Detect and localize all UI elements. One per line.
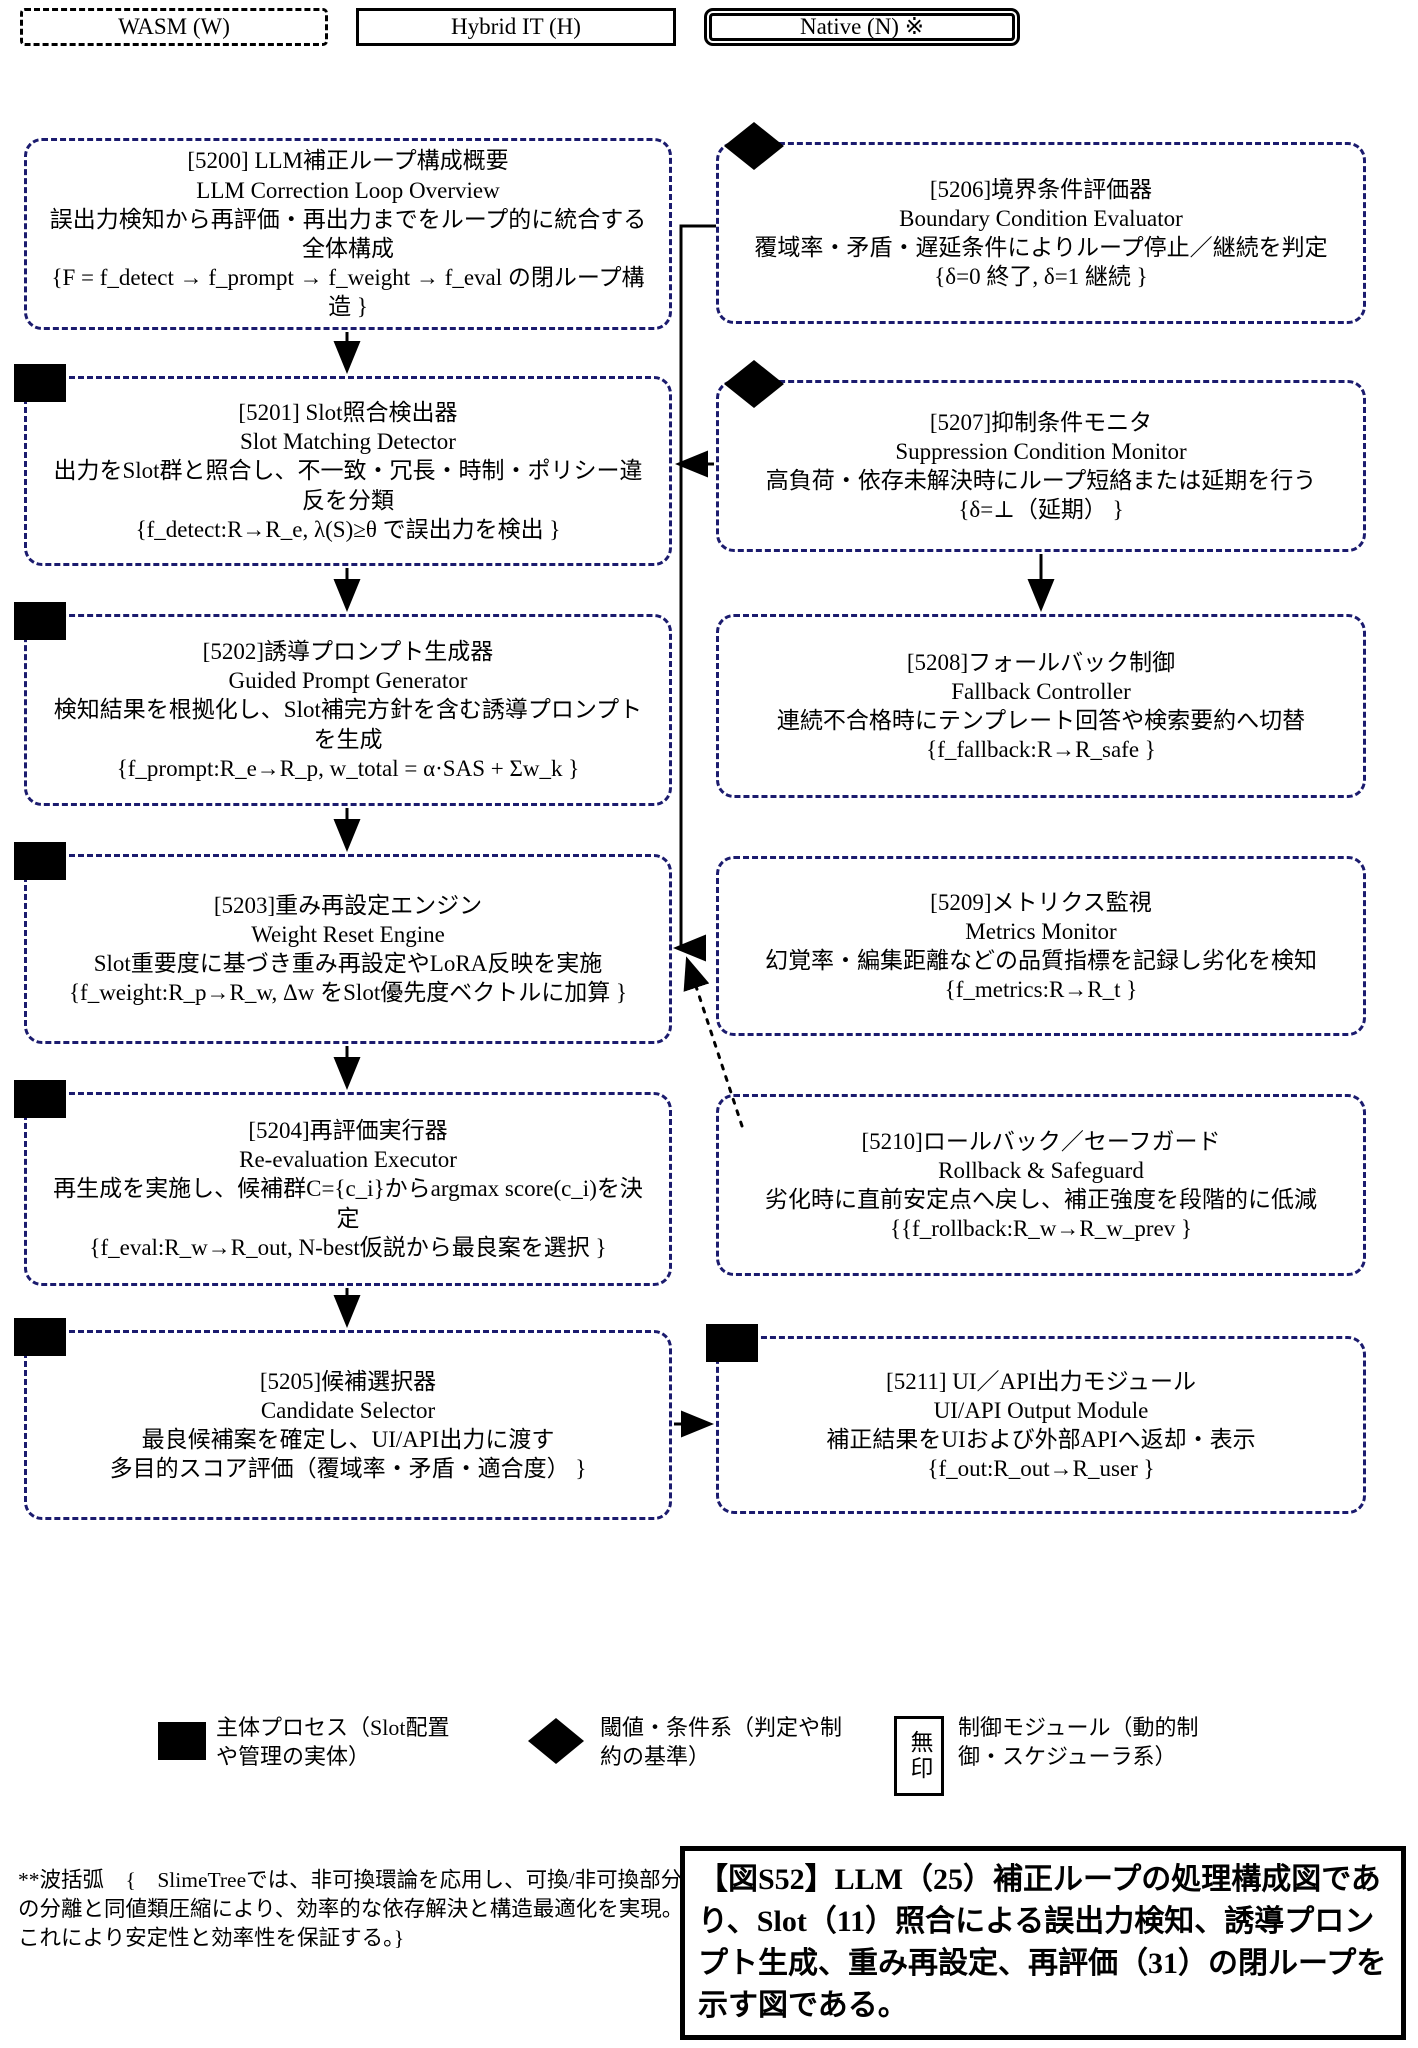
node-5201: [5201] Slot照合検出器 Slot Matching Detector … xyxy=(14,364,672,566)
node-5200: [5200] LLM補正ループ構成概要 LLM Correction Loop … xyxy=(24,138,672,330)
footnote-brace-note: **波括弧 { SlimeTreeでは、非可換環論を応用し、可換/非可換部分の分… xyxy=(18,1868,684,1951)
process-marker-icon xyxy=(14,1318,66,1356)
legend-wasm-label: WASM (W) xyxy=(118,14,230,39)
node-5206-desc: 覆域率・矛盾・遅延条件によりループ停止／継続を判定 xyxy=(754,235,1328,260)
node-5211-desc: 補正結果をUIおよび外部APIへ返却・表示 xyxy=(826,1427,1256,1452)
node-5203-desc: Slot重要度に基づき重み再設定やLoRA反映を実施 xyxy=(93,951,603,976)
node-5208-title-en: Fallback Controller xyxy=(951,678,1131,704)
node-5200-desc: 誤出力検知から再評価・再出力までをループ的に統合する全体構成 xyxy=(49,206,647,261)
node-5210-title-jp: [5210]ロールバック／セーフガード xyxy=(861,1128,1221,1154)
node-5203: [5203]重み再設定エンジン Weight Reset Engine Slot… xyxy=(14,842,672,1044)
legend-wasm-box: WASM (W) xyxy=(20,8,328,46)
legend-diamond-label: 閾値・条件系（判定や制約の基準） xyxy=(600,1715,843,1769)
node-5204-title-jp: [5204]再評価実行器 xyxy=(248,1117,448,1143)
node-5211-formula: {f_out:R_out→R_user } xyxy=(927,1456,1155,1482)
node-5209-desc: 幻覚率・編集距離などの品質指標を記録し劣化を検知 xyxy=(765,948,1317,973)
process-marker-icon xyxy=(14,842,66,880)
node-5200-formula: {F = f_detect → f_prompt → f_weight → f_… xyxy=(51,265,645,320)
condition-marker-icon xyxy=(724,122,784,170)
node-5207-formula: {δ=⊥（延期） } xyxy=(958,497,1124,523)
node-5201-title-en: Slot Matching Detector xyxy=(240,429,456,455)
node-5210-title-en: Rollback & Safeguard xyxy=(938,1157,1144,1183)
node-5210: [5210]ロールバック／セーフガード Rollback & Safeguard… xyxy=(716,1094,1366,1276)
node-5211-title-en: UI/API Output Module xyxy=(933,1397,1149,1423)
node-5209-title-jp: [5209]メトリクス監視 xyxy=(930,889,1152,915)
legend-native-label: Native (N) ※ xyxy=(799,14,924,39)
legend-hybrid-label: Hybrid IT (H) xyxy=(451,14,581,39)
node-5204-title-en: Re-evaluation Executor xyxy=(239,1147,457,1173)
node-5210-desc: 劣化時に直前安定点へ戻し、補正強度を段階的に低減 xyxy=(765,1187,1317,1212)
legend-square-icon xyxy=(158,1722,206,1760)
node-5201-title-jp: [5201] Slot照合検出器 xyxy=(238,399,458,425)
node-5205-title-en: Candidate Selector xyxy=(260,1397,436,1423)
node-5208-title-jp: [5208]フォールバック制御 xyxy=(906,649,1176,675)
node-5204-desc: 再生成を実施し、候補群C={c_i}からargmax score(c_i)を決定 xyxy=(53,1176,643,1231)
node-5211: [5211] UI／API出力モジュール UI/API Output Modul… xyxy=(706,1324,1366,1514)
node-5208-desc: 連続不合格時にテンプレート回答や検索要約へ切替 xyxy=(776,708,1306,733)
process-marker-icon xyxy=(14,364,66,402)
arrow-5206-feedback-to-5203 xyxy=(673,224,716,962)
node-5200-title-jp: [5200] LLM補正ループ構成概要 xyxy=(187,148,509,174)
node-5205-desc: 最良候補案を確定し、UI/API出力に渡す xyxy=(141,1427,555,1452)
node-5203-title-en: Weight Reset Engine xyxy=(251,921,445,947)
node-5208: [5208]フォールバック制御 Fallback Controller 連続不合… xyxy=(716,614,1366,798)
node-5208-formula: {f_fallback:R→R_safe } xyxy=(926,737,1156,763)
node-5203-formula: {f_weight:R_p→R_w, Δw をSlot優先度ベクトルに加算 } xyxy=(69,980,627,1006)
node-5206-formula: {δ=0 終了, δ=1 継続 } xyxy=(934,264,1148,290)
node-5201-desc: 出力をSlot群と照合し、不一致・冗長・時制・ポリシー違反を分類 xyxy=(53,458,643,513)
node-5209-title-en: Metrics Monitor xyxy=(965,918,1117,944)
node-5209-formula: {f_metrics:R→R_t } xyxy=(944,977,1138,1003)
node-5211-title-jp: [5211] UI／API出力モジュール xyxy=(886,1368,1196,1394)
node-5202-title-jp: [5202]誘導プロンプト生成器 xyxy=(202,638,494,664)
node-5204-formula: {f_eval:R_w→R_out, N-best仮説から最良案を選択 } xyxy=(89,1234,607,1260)
node-5202-title-en: Guided Prompt Generator xyxy=(228,668,468,694)
node-5209: [5209]メトリクス監視 Metrics Monitor 幻覚率・編集距離など… xyxy=(716,856,1366,1036)
legend-diamond-icon xyxy=(528,1718,584,1764)
legend-native-box: Native (N) ※ xyxy=(704,8,1020,46)
node-5210-formula: {{f_rollback:R_w→R_w_prev } xyxy=(889,1216,1193,1242)
node-5205: [5205]候補選択器 Candidate Selector 最良候補案を確定し… xyxy=(14,1318,672,1520)
node-5205-title-jp: [5205]候補選択器 xyxy=(259,1368,437,1394)
node-5207-title-en: Suppression Condition Monitor xyxy=(895,438,1187,464)
node-5202-desc: 検知結果を根拠化し、Slot補完方針を含む誘導プロンプトを生成 xyxy=(53,697,643,752)
node-5206-title-en: Boundary Condition Evaluator xyxy=(899,205,1183,231)
node-5207-title-jp: [5207]抑制条件モニタ xyxy=(929,409,1153,435)
legend-square-label: 主体プロセス（Slot配置や管理の実体） xyxy=(216,1715,450,1769)
node-5206: [5206]境界条件評価器 Boundary Condition Evaluat… xyxy=(716,122,1366,324)
process-marker-icon xyxy=(706,1324,758,1362)
legend-unmarked-label: 制御モジュール（動的制御・スケジューラ系） xyxy=(958,1715,1199,1769)
process-marker-icon xyxy=(14,1080,66,1118)
node-5207: [5207]抑制条件モニタ Suppression Condition Moni… xyxy=(716,360,1366,552)
process-marker-icon xyxy=(14,602,66,640)
node-5207-desc: 高負荷・依存未解決時にループ短絡または延期を行う xyxy=(765,468,1317,493)
condition-marker-icon xyxy=(724,360,784,408)
node-5204: [5204]再評価実行器 Re-evaluation Executor 再生成を… xyxy=(14,1080,672,1286)
node-5200-title-en: LLM Correction Loop Overview xyxy=(196,177,500,203)
node-5202-formula: {f_prompt:R_e→R_p, w_total = α·SAS + Σw_… xyxy=(116,755,580,781)
figure-caption: 【図S52】LLM（25）補正ループの処理構成図であり、Slot（11）照合によ… xyxy=(680,1846,1406,2040)
node-5201-formula: {f_detect:R→R_e, λ(S)≥θ で誤出力を検出 } xyxy=(135,516,561,542)
node-5202: [5202]誘導プロンプト生成器 Guided Prompt Generator… xyxy=(14,602,672,806)
node-5206-title-jp: [5206]境界条件評価器 xyxy=(929,176,1153,202)
legend-unmarked-icon: 無印 xyxy=(894,1716,944,1796)
legend-hybrid-box: Hybrid IT (H) xyxy=(356,8,676,46)
node-5205-formula: 多目的スコア評価（覆域率・矛盾・適合度） } xyxy=(109,1456,587,1482)
node-5203-title-jp: [5203]重み再設定エンジン xyxy=(213,892,483,918)
